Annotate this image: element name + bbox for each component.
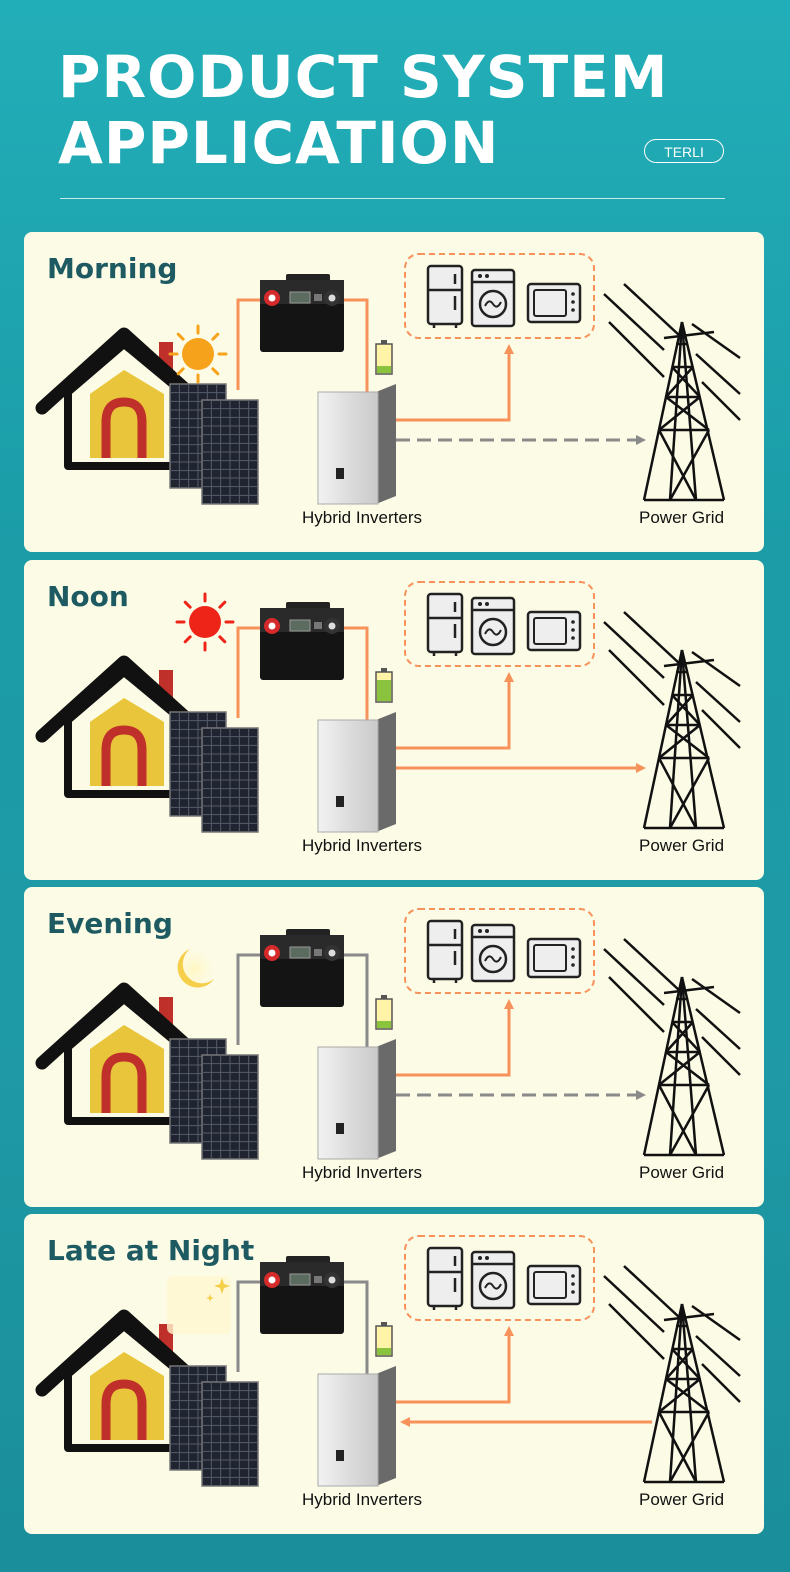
hybrid-inverter-icon [317,1039,396,1160]
appliances-group [404,908,595,994]
battery-level-icon [375,668,393,703]
washing-machine-icon [470,268,516,328]
solar-panels-icon [169,1038,259,1160]
sun-icon [168,324,228,384]
microwave-icon [526,610,582,652]
inverter-label: Hybrid Inverters [302,1490,422,1509]
hybrid-inverter-icon [317,384,396,505]
header-divider [60,198,725,199]
scenario-title: Evening [47,907,173,940]
panel-battery-link [236,626,369,720]
fridge-icon [426,1246,464,1310]
inverter-appliance-arrow [396,672,514,750]
microwave-icon [526,937,582,979]
title-line-1: PRODUCT SYSTEM [58,43,669,111]
washing-machine-icon [470,596,516,656]
power-tower-icon [603,611,741,830]
hybrid-inverter-icon [317,712,396,833]
panel-battery-link [236,1280,369,1374]
panel-battery-link [236,953,369,1047]
moon-stars-icon [167,1276,231,1334]
microwave-icon [526,1264,582,1306]
fridge-icon [426,592,464,656]
battery-level-icon [375,1322,393,1357]
brand-badge: TERLI [644,139,724,163]
appliances-group [404,581,595,667]
microwave-icon [526,282,582,324]
sun-icon [175,592,235,652]
inverter-appliance-arrow [396,344,514,422]
inverter-label: Hybrid Inverters [302,1163,422,1182]
title-line-2: APPLICATION [58,109,500,177]
page-title: PRODUCT SYSTEM APPLICATION [58,44,668,176]
scenario-title: Morning [47,252,178,285]
power-tower-icon [603,938,741,1157]
scenario-title: Noon [47,580,129,613]
power-grid-label: Power Grid [639,1163,725,1182]
battery-pack-icon [260,1256,344,1334]
scenario-title: Late at Night [47,1234,255,1267]
battery-pack-icon [260,274,344,352]
power-tower-icon [603,1265,741,1484]
panel-battery-link [236,298,369,392]
fridge-icon [426,919,464,983]
washing-machine-icon [470,923,516,983]
inverter-label: Hybrid Inverters [302,836,422,855]
fridge-icon [426,264,464,328]
inverter-label: Hybrid Inverters [302,508,422,527]
hybrid-inverter-icon [317,1366,396,1487]
power-grid-label: Power Grid [639,836,725,855]
appliances-group [404,1235,595,1321]
solar-panels-icon [169,711,259,833]
inverter-appliance-arrow [396,999,514,1077]
inverter-appliance-arrow [396,1326,514,1404]
solar-panels-icon [169,383,259,505]
appliances-group [404,253,595,339]
battery-level-icon [375,995,393,1030]
solar-panels-icon [169,1365,259,1487]
moon-icon [168,943,220,995]
power-grid-label: Power Grid [639,508,725,527]
washing-machine-icon [470,1250,516,1310]
power-tower-icon [603,283,741,502]
battery-pack-icon [260,929,344,1007]
power-grid-label: Power Grid [639,1490,725,1509]
battery-pack-icon [260,602,344,680]
battery-level-icon [375,340,393,375]
